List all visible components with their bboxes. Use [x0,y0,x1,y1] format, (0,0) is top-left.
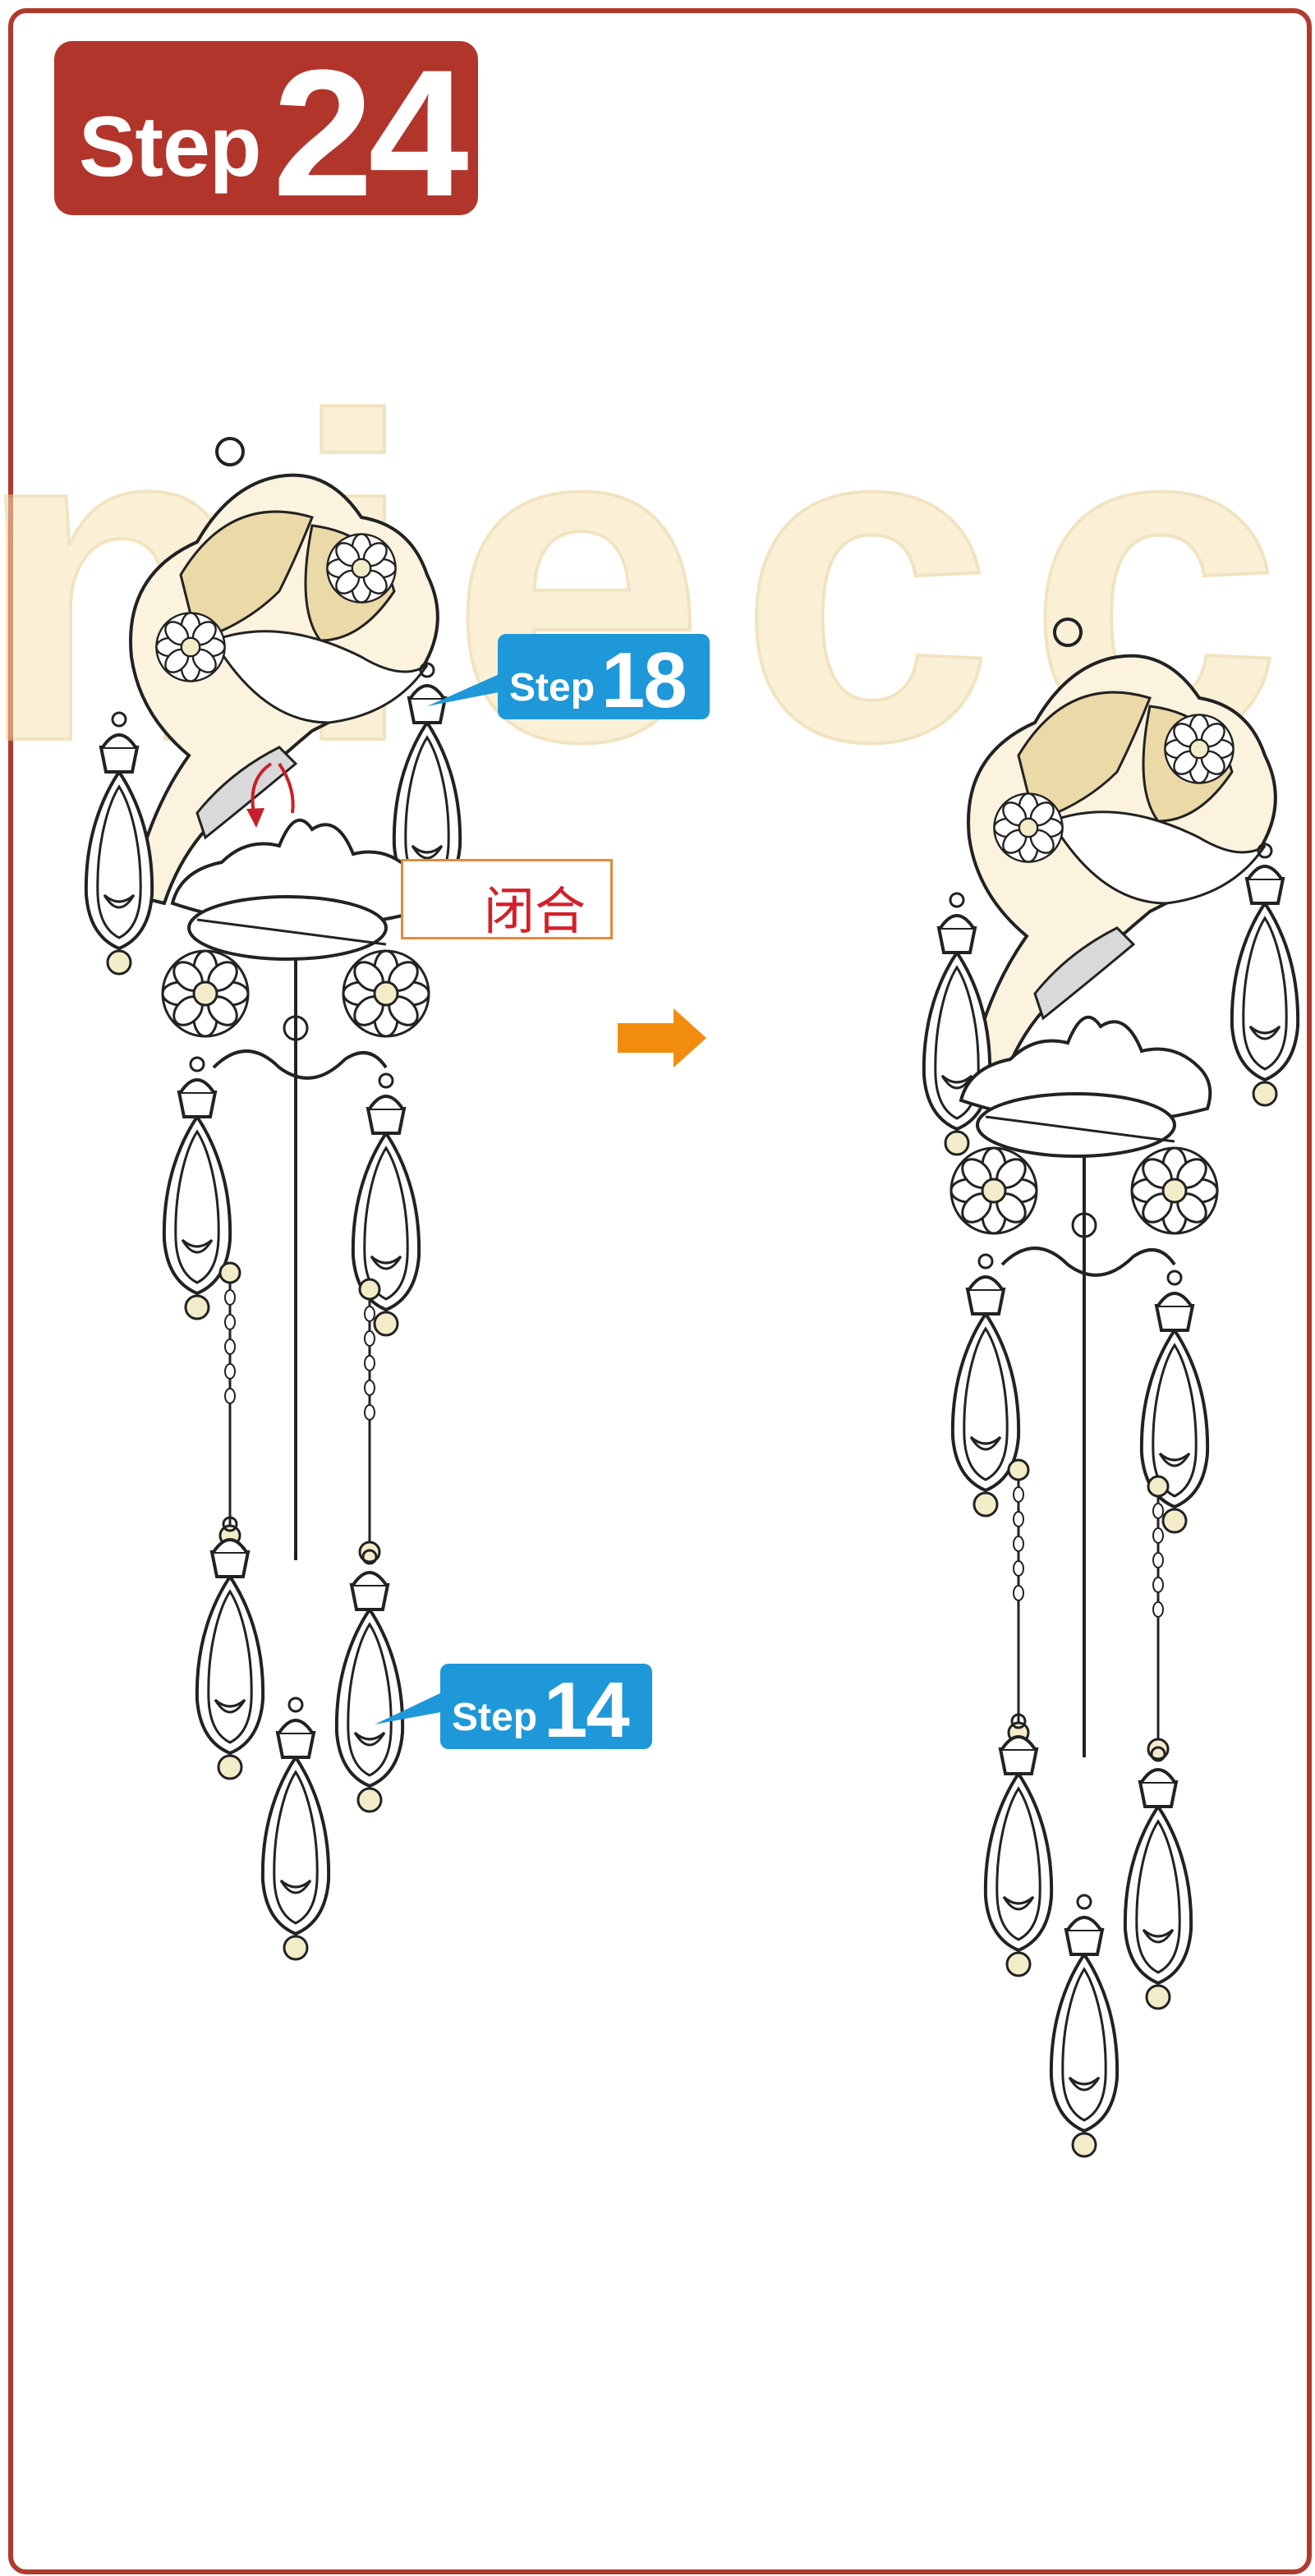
callout-step-18: Step 18 [498,634,710,724]
right-assembly [924,619,1298,2156]
callout-number: 18 [601,636,687,724]
step-badge-number: 24 [273,32,469,234]
callout-word: Step [452,1696,538,1739]
callout-word: Step [509,666,595,709]
left-assembly [86,439,460,1959]
callout-number: 14 [544,1666,630,1754]
callout-pointer [427,673,503,706]
right-arrow-icon [618,1008,706,1068]
close-instruction-box: 闭合 [401,859,613,941]
close-instruction-text: 闭合 [484,881,586,941]
callout-step-14: Step 14 [440,1664,652,1754]
step-badge-word: Step [79,99,261,195]
callout-pointer [375,1692,445,1724]
step-badge: Step 24 [54,32,478,234]
